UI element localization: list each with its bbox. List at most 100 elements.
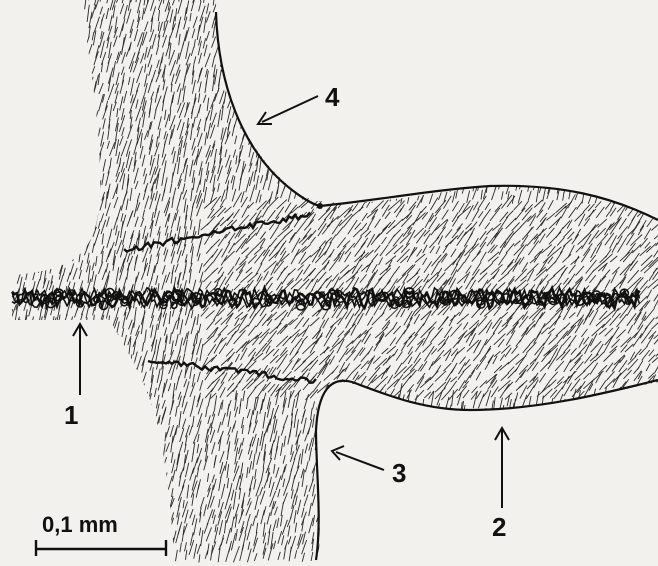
hatch-stroke (497, 41, 499, 50)
hatch-stroke (206, 31, 209, 41)
hatch-stroke (540, 423, 542, 434)
hatch-stroke (277, 0, 280, 3)
hatch-stroke (401, 12, 404, 22)
hatch-stroke (528, 414, 530, 426)
hatch-stroke (341, 421, 344, 434)
hatch-stroke (472, 449, 474, 461)
hatch-stroke (414, 160, 417, 172)
hatch-stroke (469, 2, 473, 19)
hatch-stroke (254, 247, 262, 254)
hatch-stroke (165, 432, 166, 441)
hatch-stroke (340, 134, 342, 148)
hatch-stroke (568, 176, 571, 186)
hatch-stroke (549, 160, 555, 175)
hatch-stroke (127, 412, 128, 420)
hatch-stroke (10, 62, 14, 73)
hatch-stroke (130, 188, 132, 201)
hatch-stroke (315, 15, 322, 32)
hatch-stroke (88, 454, 90, 463)
hatch-stroke (29, 42, 32, 50)
hatch-stroke (569, 450, 572, 463)
hatch-stroke (288, 268, 296, 275)
hatch-stroke (567, 81, 570, 91)
hatch-stroke (268, 123, 271, 139)
hatch-stroke (394, 0, 396, 11)
hatch-stroke (7, 309, 12, 324)
hatch-stroke (493, 82, 497, 94)
hatch-stroke (246, 0, 249, 9)
hatch-stroke (414, 395, 417, 408)
hatch-stroke (421, 111, 424, 123)
hatch-stroke (414, 352, 421, 363)
hatch-stroke (52, 40, 53, 50)
hatch-stroke (373, 356, 380, 363)
hatch-stroke (586, 400, 592, 416)
hatch-stroke (308, 419, 312, 434)
hatch-stroke (110, 369, 112, 381)
hatch-stroke (325, 137, 327, 146)
hatch-stroke (597, 69, 599, 87)
hatch-stroke (519, 257, 524, 265)
hatch-stroke (82, 167, 85, 180)
hatch-stroke (122, 0, 126, 3)
hatch-stroke (416, 0, 419, 1)
hatch-stroke (94, 163, 96, 177)
hatch-stroke (590, 9, 591, 19)
hatch-stroke (436, 246, 440, 254)
hatch-stroke (176, 377, 179, 391)
hatch-stroke (414, 69, 416, 82)
hatch-stroke (263, 146, 265, 158)
hatch-stroke (277, 16, 279, 32)
hatch-stroke (641, 447, 643, 462)
hatch-stroke (353, 131, 355, 144)
hatch-stroke (77, 434, 81, 452)
hatch-stroke (548, 328, 554, 334)
hatch-stroke (625, 16, 628, 29)
hatch-stroke (248, 444, 251, 455)
hatch-stroke (212, 442, 215, 454)
hatch-stroke (22, 164, 24, 174)
hatch-stroke (326, 171, 329, 185)
hatch-stroke (341, 190, 343, 200)
hatch-stroke (92, 263, 94, 271)
hatch-stroke (208, 415, 211, 424)
hatch-stroke (254, 28, 258, 40)
hatch-stroke (64, 83, 68, 96)
hatch-stroke (507, 64, 511, 78)
hatch-stroke (150, 363, 153, 371)
hatch-stroke (23, 455, 27, 472)
hatch-stroke (626, 164, 629, 176)
hatch-stroke (635, 308, 643, 320)
hatch-stroke (473, 176, 476, 191)
hatch-stroke (5, 293, 8, 310)
hatch-stroke (205, 236, 210, 245)
hatch-stroke (602, 86, 604, 95)
hatch-stroke (586, 260, 597, 274)
hatch-stroke (267, 419, 271, 433)
hatch-stroke (236, 261, 246, 270)
hatch-stroke (197, 444, 199, 453)
hatch-stroke (360, 29, 366, 46)
hatch-stroke (500, 354, 505, 361)
hatch-stroke (624, 36, 628, 49)
hatch-stroke (59, 332, 63, 346)
hatch-stroke (323, 318, 329, 328)
hatch-stroke (85, 158, 88, 167)
hatch-stroke (546, 430, 548, 445)
hatch-stroke (500, 124, 504, 137)
hatch-stroke (591, 346, 597, 352)
hatch-stroke (346, 92, 347, 100)
hatch-stroke (289, 135, 292, 147)
hatch-stroke (591, 418, 594, 427)
hatch-stroke (10, 425, 13, 436)
hatch-stroke (257, 108, 260, 120)
hatch-stroke (619, 463, 620, 473)
hatch-stroke (26, 130, 28, 139)
hatch-stroke (588, 98, 591, 109)
hatch-stroke (17, 389, 18, 397)
hatch-stroke (170, 10, 173, 23)
hatch-stroke (178, 0, 183, 14)
hatch-stroke (547, 276, 555, 283)
hatch-stroke (325, 36, 329, 48)
hatch-stroke (575, 355, 583, 364)
